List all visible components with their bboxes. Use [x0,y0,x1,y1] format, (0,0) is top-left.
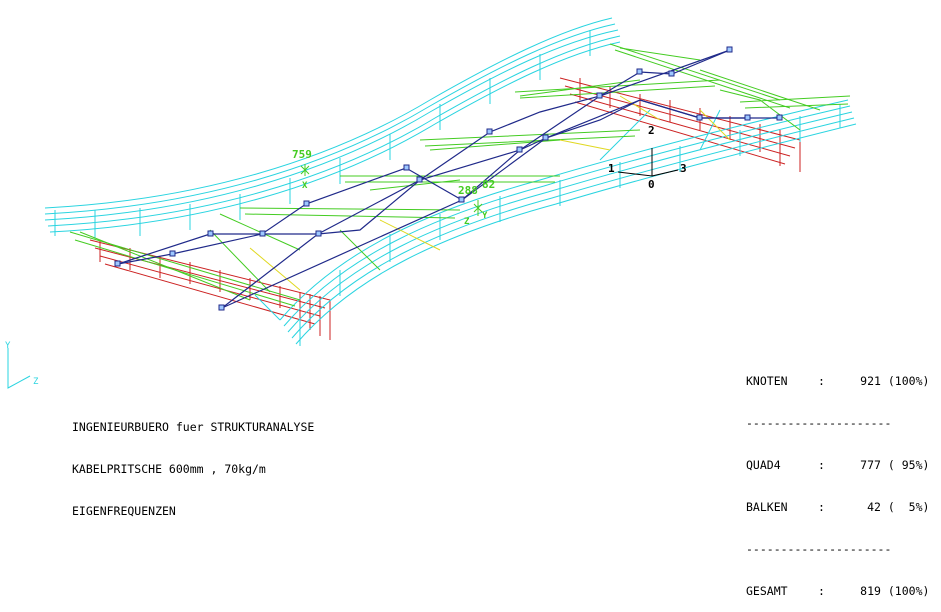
corner-axis-indicator [7,348,31,389]
header-line-1: INGENIEURBUERO fuer STRUKTURANALYSE [72,420,315,434]
triad-label-2: 2 [648,124,655,137]
cyan-rail-back [44,17,621,238]
stats-row-balken: BALKEN:42 ( 5%) [746,500,930,514]
stats-row-knoten: KNOTEN:921 (100%) [746,374,930,388]
stats-row-gesamt: GESAMT:819 (100%) [746,584,930,598]
node-number-label: 82 [482,178,495,191]
corner-axis-y: Y [5,341,11,351]
stats-separator: --------------------- [746,542,892,556]
node-label-759: 759 X [292,148,312,191]
stats-row-quad4: QUAD4:777 ( 95%) [746,458,930,472]
node-axis-z: Z [464,217,470,227]
beam-nodes [114,46,783,311]
header-line-3: EIGENFREQUENZEN [72,504,176,518]
triad-label-3: 3 [680,162,687,175]
node-axis-y: Y [482,211,488,221]
header-line-2: KABELPRITSCHE 600mm , 70kg/m [72,462,266,476]
corner-axis-z: Z [33,377,39,387]
triad-label-1: 1 [608,162,615,175]
model-viewport: 759 X 288 82 Z Y 2 1 3 0 Y Z [5,17,857,389]
node-axis-x: X [302,181,308,191]
triad-label-0: 0 [648,178,655,191]
navy-beams [117,49,780,309]
node-number-label: 288 [458,184,478,197]
stats-panel: KNOTEN:921 (100%) --------------------- … [746,346,929,612]
cyan-rail-front [254,99,857,346]
coordinate-triad [617,148,679,177]
stats-separator: --------------------- [746,416,892,430]
yellow-members [249,95,731,291]
header-info: INGENIEURBUERO fuer STRUKTURANALYSE KABE… [72,392,314,532]
red-crossbeams-left [89,239,331,340]
node-number-label: 759 [292,148,312,161]
node-label-288: 288 82 Z Y [458,178,495,227]
